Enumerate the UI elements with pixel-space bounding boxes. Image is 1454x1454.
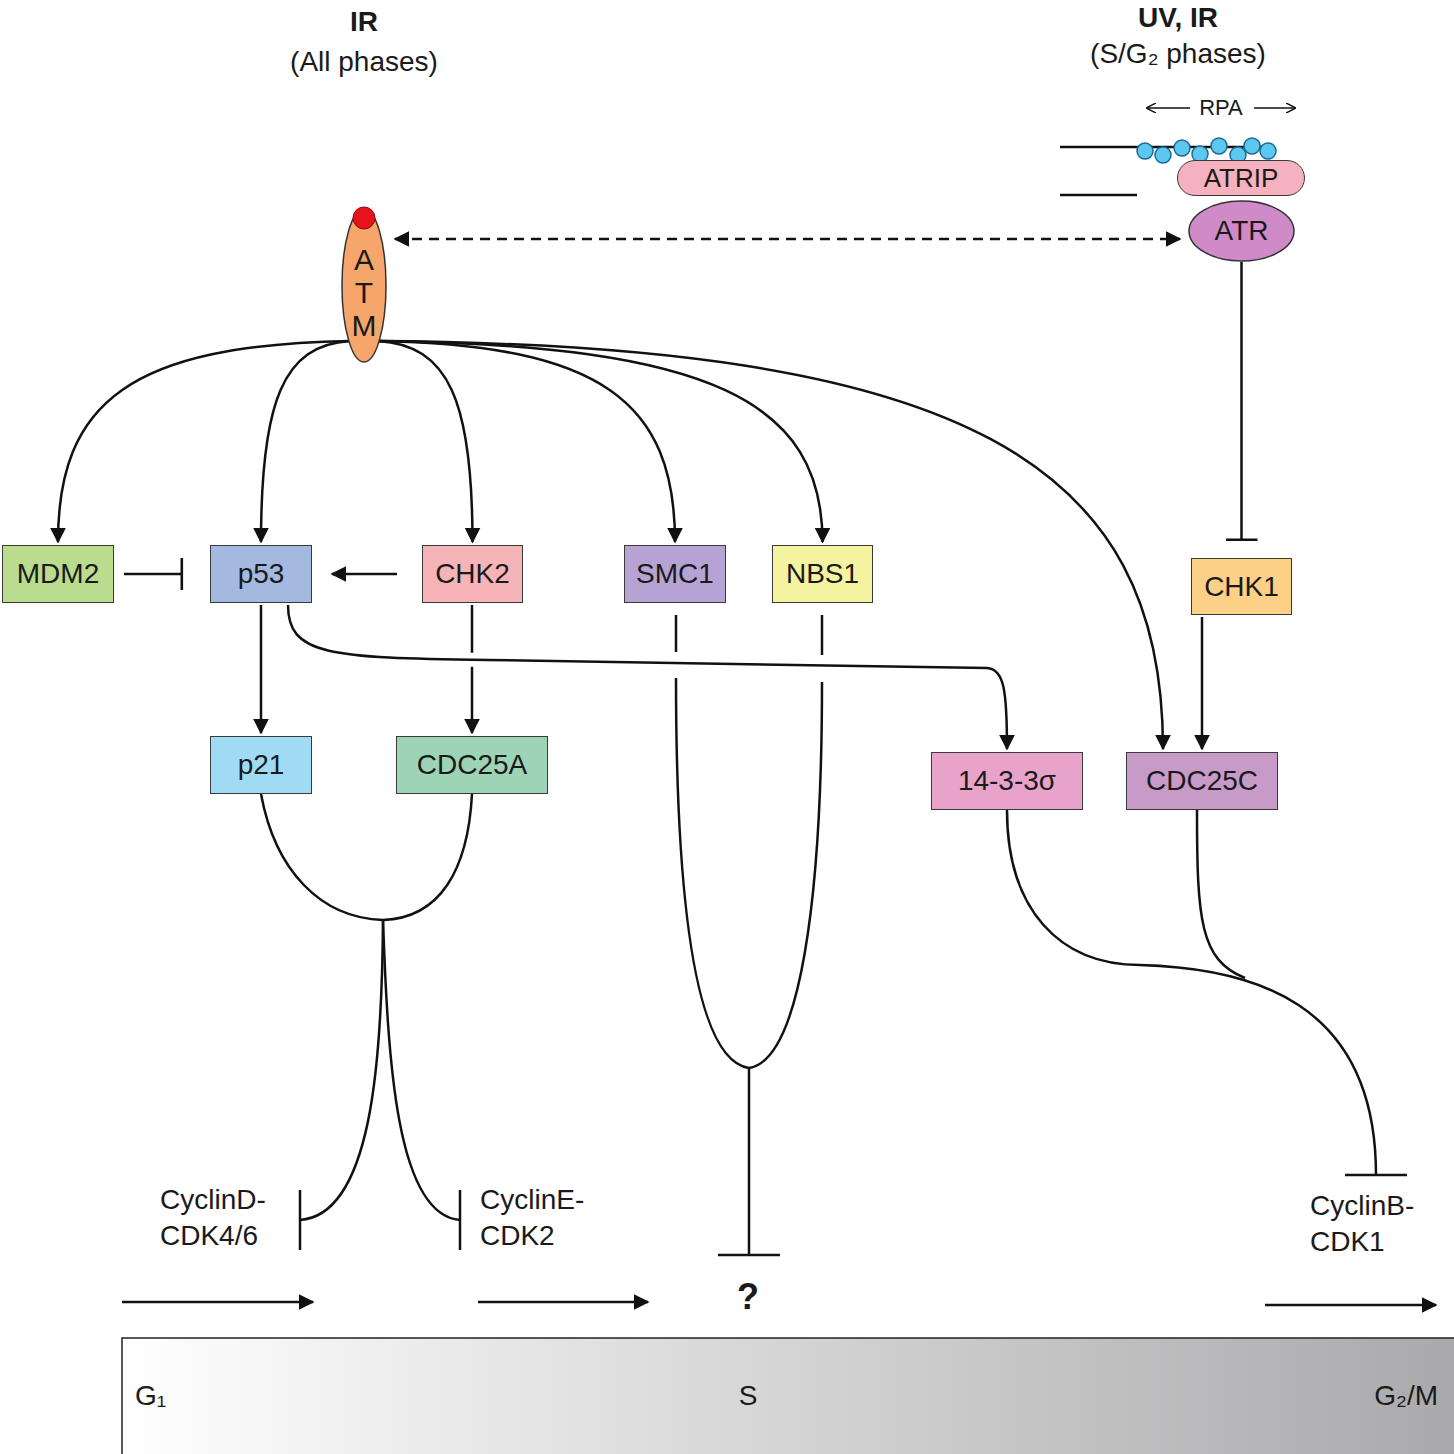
process-box: CDC25A bbox=[396, 736, 548, 794]
merge-line bbox=[1197, 810, 1245, 978]
connector bbox=[58, 341, 350, 542]
text-label: G₁ bbox=[135, 1378, 166, 1414]
rpa-dot bbox=[1211, 138, 1227, 154]
connector bbox=[288, 605, 1007, 749]
dashed-line bbox=[821, 615, 824, 655]
merge-line bbox=[676, 678, 749, 1068]
phase-arrow bbox=[478, 1301, 648, 1304]
process-box: NBS1 bbox=[772, 545, 873, 603]
inhibit-bar bbox=[299, 1190, 302, 1250]
connector-group bbox=[1241, 262, 1242, 540]
connector bbox=[471, 605, 474, 733]
phase-arrow bbox=[122, 1301, 313, 1304]
connector-group bbox=[378, 341, 473, 542]
node-label: p53 bbox=[238, 558, 285, 590]
inhibit-line bbox=[383, 920, 460, 1220]
node-label: CDC25A bbox=[417, 749, 527, 781]
text-label: UV, IR bbox=[1138, 0, 1218, 36]
merge-line bbox=[261, 794, 472, 920]
connector bbox=[378, 341, 823, 542]
connector-group bbox=[378, 341, 823, 542]
connector bbox=[1240, 262, 1243, 540]
connector-group bbox=[288, 605, 1007, 749]
dna-strand bbox=[1060, 194, 1137, 197]
connector bbox=[378, 341, 1163, 749]
inhibit-bar bbox=[718, 1254, 780, 1257]
node-label: MDM2 bbox=[17, 558, 99, 590]
ellipse-shape bbox=[1189, 201, 1294, 261]
line-bridge bbox=[288, 605, 1007, 749]
text-label: (All phases) bbox=[290, 44, 438, 80]
connector-group bbox=[261, 341, 350, 542]
node-label: ATR bbox=[1215, 215, 1269, 247]
connector-group bbox=[472, 605, 473, 733]
node-label: SMC1 bbox=[636, 558, 714, 590]
connector-group bbox=[124, 574, 182, 575]
process-box: 14-3-3σ bbox=[931, 752, 1083, 810]
process-box: MDM2 bbox=[2, 545, 114, 603]
node-label: p21 bbox=[238, 749, 285, 781]
connector-group bbox=[378, 341, 675, 542]
ellipse-shape bbox=[342, 209, 386, 362]
connector-group bbox=[58, 341, 350, 542]
rpa-arrow bbox=[1147, 107, 1190, 109]
merge-line bbox=[749, 682, 822, 1068]
text-label: CyclinB- CDK1 bbox=[1310, 1188, 1445, 1261]
process-box: p53 bbox=[210, 545, 312, 603]
ellipse-node: ATR bbox=[1188, 200, 1295, 262]
phase-arrow bbox=[1265, 1304, 1436, 1307]
node-label: NBS1 bbox=[786, 558, 859, 590]
text-label: CyclinE- CDK2 bbox=[480, 1182, 615, 1255]
rpa-dot bbox=[1137, 143, 1153, 159]
node-label: 14-3-3σ bbox=[958, 765, 1056, 797]
text-label: IR bbox=[350, 4, 378, 40]
connector bbox=[378, 341, 675, 542]
connector-group bbox=[395, 239, 1180, 240]
text-label: (S/G₂ phases) bbox=[1090, 36, 1266, 72]
phospho-dot bbox=[353, 207, 375, 229]
rpa-dot bbox=[1155, 147, 1171, 163]
process-box: p21 bbox=[210, 736, 312, 794]
connector bbox=[332, 573, 397, 576]
connector bbox=[1201, 617, 1204, 749]
connector-group bbox=[378, 341, 1163, 749]
node-label: ATRIP bbox=[1204, 163, 1279, 194]
connector-group bbox=[332, 574, 397, 575]
rpa-dot bbox=[1244, 138, 1260, 154]
node-label: CHK1 bbox=[1204, 571, 1279, 603]
node-label: CDC25C bbox=[1146, 765, 1258, 797]
process-box: CHK2 bbox=[422, 545, 523, 603]
process-box: CHK1 bbox=[1191, 558, 1292, 615]
text-label: RPA bbox=[1195, 94, 1247, 123]
text-label: CyclinD- CDK4/6 bbox=[160, 1182, 295, 1255]
rpa-dot bbox=[1174, 140, 1190, 156]
node-label: ATM bbox=[349, 243, 379, 342]
connector-group bbox=[1202, 617, 1203, 749]
connector bbox=[261, 341, 350, 542]
node-label: CHK2 bbox=[435, 558, 510, 590]
connector bbox=[395, 238, 1180, 241]
process-box: SMC1 bbox=[624, 545, 726, 603]
process-box: ATRIP bbox=[1177, 160, 1305, 196]
cell-cycle-bar bbox=[122, 1338, 1454, 1454]
dashed-line bbox=[675, 615, 678, 652]
connector bbox=[124, 573, 182, 576]
process-box: CDC25C bbox=[1126, 752, 1278, 810]
inhibit-bar bbox=[1345, 1174, 1407, 1177]
ellipse-node: ATM bbox=[341, 208, 387, 363]
text-label: ? bbox=[737, 1274, 759, 1321]
text-label: G₂/M bbox=[1374, 1378, 1438, 1414]
rpa-dot bbox=[1260, 143, 1276, 159]
connector bbox=[378, 341, 473, 542]
rpa-arrow bbox=[1254, 107, 1295, 109]
inhibit-line bbox=[748, 1068, 751, 1255]
connector-group bbox=[261, 605, 262, 733]
connector bbox=[260, 605, 263, 733]
inhibit-bar bbox=[459, 1190, 462, 1250]
inhibit-line bbox=[300, 920, 383, 1220]
text-label: S bbox=[739, 1378, 758, 1414]
merge-line bbox=[1007, 810, 1376, 1175]
